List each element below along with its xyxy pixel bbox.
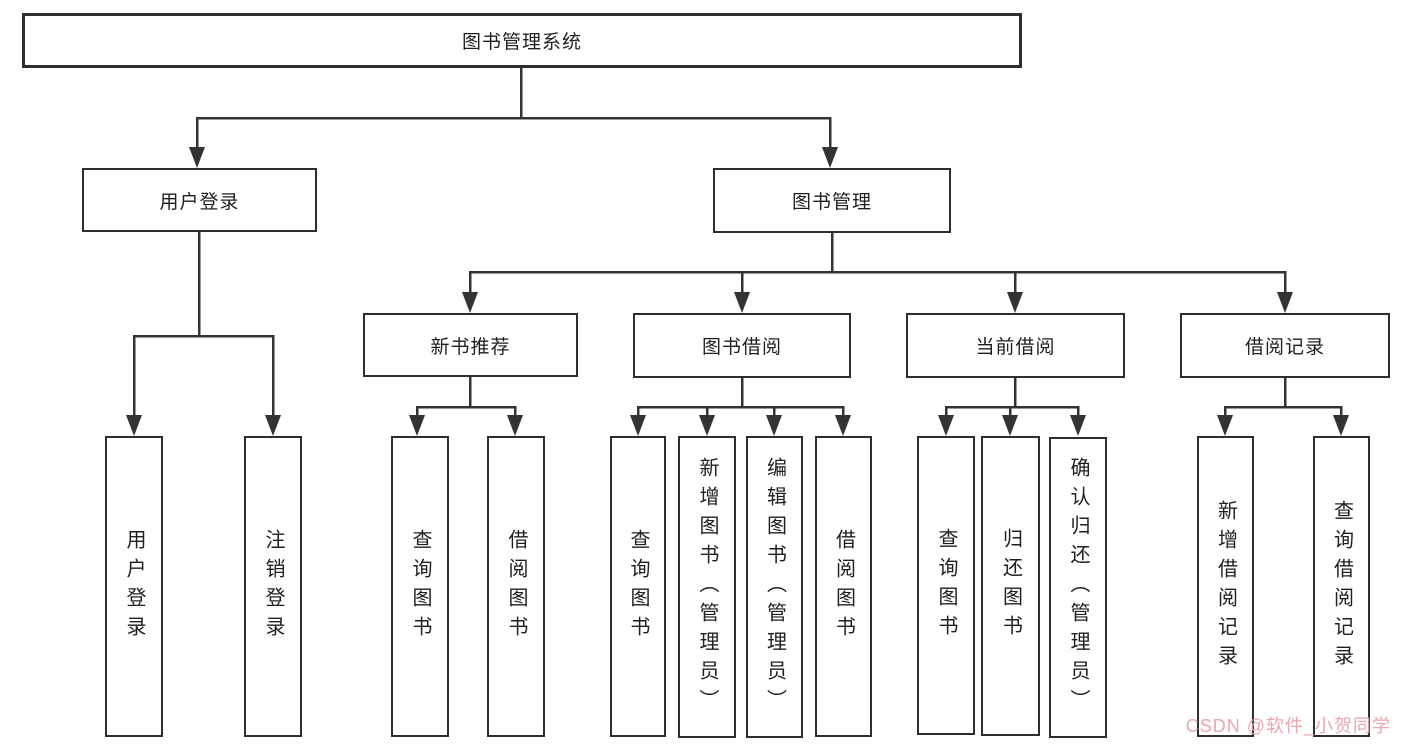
leaf-label: 查询借阅记录 xyxy=(1330,499,1353,674)
node-new-book-recommendation: 新书推荐 xyxy=(363,313,578,377)
leaf-label: 确认归还（管理员） xyxy=(1067,457,1089,718)
leaf-user-login: 用户登录 xyxy=(105,436,163,737)
leaf-label: 新增图书（管理员） xyxy=(696,456,718,718)
node-library-management-system: 图书管理系统 xyxy=(22,13,1022,68)
leaf-logout-login: 注销登录 xyxy=(244,436,302,737)
leaf-label: 用户登录 xyxy=(123,528,145,645)
leaf-query-books-recommend: 查询图书 xyxy=(391,436,449,737)
leaf-confirm-return-admin: 确认归还（管理员） xyxy=(1049,437,1107,738)
node-label: 图书管理系统 xyxy=(461,32,582,53)
node-user-login: 用户登录 xyxy=(82,168,317,232)
leaf-label: 编辑图书（管理员） xyxy=(763,456,786,718)
node-label: 图书管理 xyxy=(791,192,872,213)
leaf-label: 注销登录 xyxy=(262,528,284,645)
leaf-borrow-books: 借阅图书 xyxy=(815,436,872,737)
leaf-edit-books-admin: 编辑图书（管理员） xyxy=(746,436,803,738)
leaf-return-books: 归还图书 xyxy=(981,436,1040,736)
leaf-label: 借阅图书 xyxy=(832,528,855,645)
leaf-add-books-admin: 新增图书（管理员） xyxy=(678,436,736,738)
leaf-label: 查询图书 xyxy=(409,528,431,645)
node-label: 图书借阅 xyxy=(701,337,782,358)
node-label: 新书推荐 xyxy=(430,336,511,358)
leaf-label: 查询图书 xyxy=(627,528,649,645)
leaf-label: 新增借阅记录 xyxy=(1214,499,1237,674)
csdn-watermark: CSDN @软件_小贺同学 xyxy=(1185,716,1391,736)
leaf-label: 借阅图书 xyxy=(505,528,527,645)
leaf-query-borrow-record: 查询借阅记录 xyxy=(1313,436,1370,737)
node-book-management: 图书管理 xyxy=(713,168,951,233)
leaf-add-borrow-record: 新增借阅记录 xyxy=(1197,436,1254,737)
leaf-label: 查询图书 xyxy=(935,527,957,644)
node-label: 借阅记录 xyxy=(1244,337,1325,358)
leaf-query-books-borrow: 查询图书 xyxy=(610,436,666,737)
leaf-query-books-current: 查询图书 xyxy=(917,436,975,735)
node-borrowing-records: 借阅记录 xyxy=(1180,313,1390,378)
leaf-label: 归还图书 xyxy=(999,528,1022,644)
node-label: 当前借阅 xyxy=(975,337,1056,358)
node-label: 用户登录 xyxy=(159,191,240,213)
node-current-borrowing: 当前借阅 xyxy=(906,313,1125,378)
leaf-borrow-books-recommend: 借阅图书 xyxy=(487,436,545,737)
node-book-borrowing: 图书借阅 xyxy=(633,313,851,378)
